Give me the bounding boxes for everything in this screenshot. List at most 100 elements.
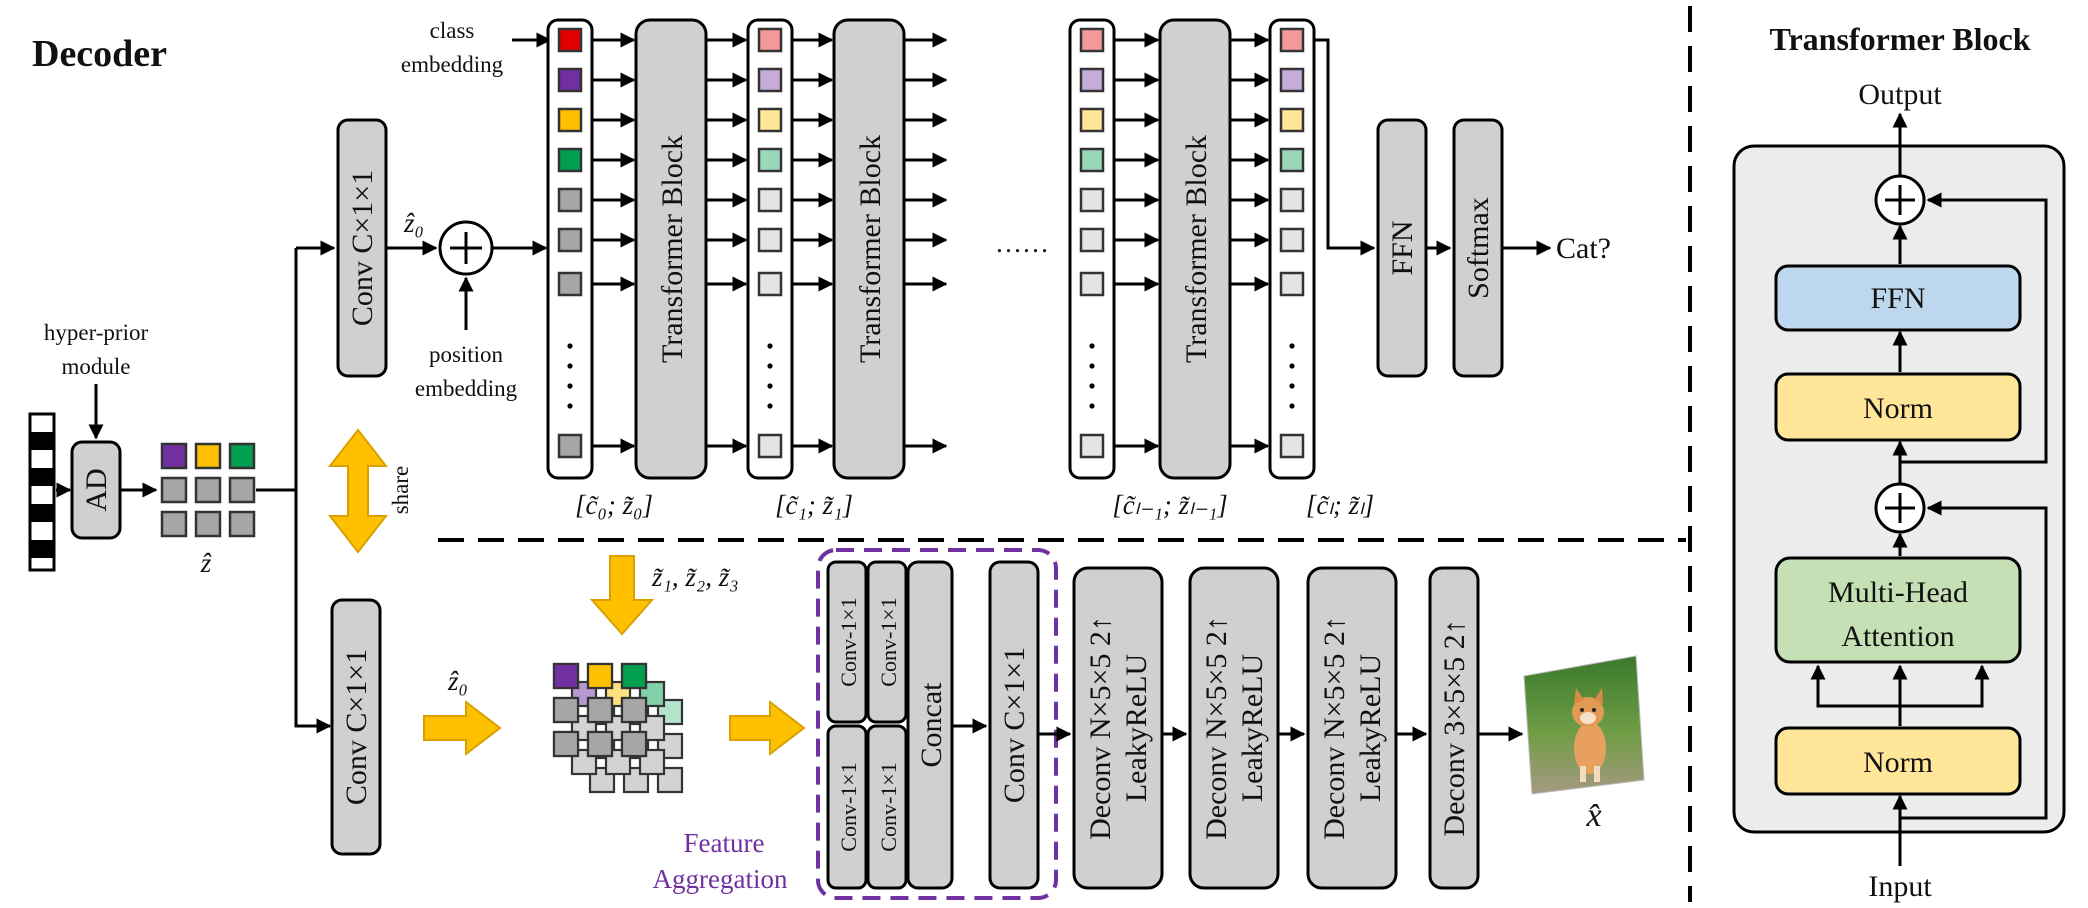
share-double-arrow [327, 428, 389, 554]
sequence-arrows [592, 32, 1270, 454]
conv1x1-bottom-left: Conv-1×1 [826, 724, 868, 890]
token [757, 271, 783, 297]
deconv-block-2: Deconv N×5×5 2↑ LeakyReLU [1188, 566, 1280, 890]
deconv-block-4: Deconv 3×5×5 2↑ [1428, 566, 1480, 890]
hyper-prior-label-line2: module [62, 354, 131, 379]
deconv-block-3: Deconv N×5×5 2↑ LeakyReLU [1306, 566, 1398, 890]
token [757, 187, 783, 213]
conv1x1-top-right: Conv-1×1 [866, 560, 908, 724]
token [1079, 27, 1105, 53]
token [1079, 227, 1105, 253]
stack-cell [620, 696, 648, 724]
token [757, 227, 783, 253]
token [1079, 107, 1105, 133]
tb-norm-bottom-block: Norm [1774, 726, 2022, 796]
stack-cell [656, 766, 684, 794]
tb-norm-top-label: Norm [1863, 392, 1933, 425]
transformer-block-1-label: Transformer Block [854, 135, 887, 363]
sequence-col-0 [546, 18, 594, 480]
token-dot [767, 343, 773, 349]
conv-top-label: Conv C×1×1 [346, 170, 379, 326]
token-dot [1289, 383, 1295, 389]
z-hat-label: ẑ [200, 548, 212, 578]
class-embedding-line2: embedding [401, 52, 504, 77]
token [1279, 27, 1305, 53]
seq-label-0: [c̃₀; z̃₀] [575, 490, 653, 520]
token [1279, 187, 1305, 213]
ffn-head-label: FFN [1386, 220, 1419, 275]
softmax-label: Softmax [1462, 197, 1495, 299]
token [1279, 107, 1305, 133]
stack-cell [620, 730, 648, 758]
token [557, 433, 583, 459]
sequence-col-3 [1268, 18, 1316, 480]
z-tildes-label: z̃₁, z̃₂, z̃₃ [651, 562, 739, 592]
token [557, 187, 583, 213]
token [1079, 147, 1105, 173]
deconv-3-line2: LeakyReLU [1354, 654, 1387, 803]
z-hat0-top-label: ẑ₀ [403, 208, 424, 238]
z-tilde-down-arrow [589, 555, 655, 636]
conv-bottom-block: Conv C×1×1 [330, 598, 382, 856]
tb-mha-line1: Multi-Head [1828, 576, 1968, 609]
token [757, 27, 783, 53]
position-add-node [438, 220, 494, 276]
sequence-col-2 [1068, 18, 1116, 480]
conv1x1-bottom-right: Conv-1×1 [866, 724, 908, 890]
token [557, 271, 583, 297]
stack-cell [586, 696, 614, 724]
token [557, 67, 583, 93]
transformer-block-0: Transformer Block [634, 18, 708, 480]
token [1079, 433, 1105, 459]
ffn-head-block: FFN [1376, 118, 1428, 378]
split-to-bottom [294, 490, 332, 734]
x-hat-label: x̂ [1585, 797, 1601, 834]
tb-residual-lower [1900, 500, 2048, 820]
tb-ffn-block: FFN [1774, 264, 2022, 332]
token [1279, 147, 1305, 173]
z-hat0-yellow-arrow [423, 699, 502, 757]
token-dot [767, 403, 773, 409]
tb-residual-add-top [1874, 174, 1926, 226]
conv1x1-label: Conv-1×1 [836, 762, 861, 851]
concat-label: Concat [915, 682, 948, 768]
token [1279, 67, 1305, 93]
token [757, 147, 783, 173]
transformer-block-1: Transformer Block [832, 18, 906, 480]
transformer-block-2-label: Transformer Block [1180, 135, 1213, 363]
z-hat0-bottom-label: ẑ₀ [447, 666, 468, 696]
token-dot [567, 383, 573, 389]
bitstream-strip [28, 412, 56, 572]
stack-cell [586, 730, 614, 758]
deconv-3-line1: Deconv N×5×5 2↑ [1318, 616, 1351, 840]
concat-block: Concat [906, 560, 954, 890]
token-dot [567, 403, 573, 409]
deconv-block-1: Deconv N×5×5 2↑ LeakyReLU [1072, 566, 1164, 890]
stack-cell [620, 662, 648, 690]
latent-grid [160, 442, 256, 538]
tb-mha-block: Multi-Head Attention [1774, 556, 2022, 664]
cat-output-label: Cat? [1556, 232, 1611, 265]
token-dot [1089, 343, 1095, 349]
tb-residual-upper [1900, 192, 2048, 464]
seq-label-2: [c̃ₗ₋₁; z̃ₗ₋₁] [1112, 490, 1228, 520]
deconv-1-line2: LeakyReLU [1120, 654, 1153, 803]
class-token-path [1314, 38, 1376, 256]
stack-cell [552, 696, 580, 724]
conv-c-aggregation-block: Conv C×1×1 [988, 560, 1040, 890]
token [557, 227, 583, 253]
stack-cell [552, 730, 580, 758]
transformer-block-panel-title: Transformer Block [1770, 21, 2031, 57]
sequence-ellipsis: …… [995, 228, 1049, 258]
token [1279, 271, 1305, 297]
token-dot [567, 363, 573, 369]
hyper-prior-label-line1: hyper-prior [44, 320, 149, 345]
token [1279, 433, 1305, 459]
tb-residual-add-bottom [1874, 482, 1926, 534]
transformer-block-2: Transformer Block [1158, 18, 1232, 480]
stack-cell [586, 662, 614, 690]
seq-label-1: [c̃₁; z̃₁] [775, 490, 853, 520]
token-dot [767, 363, 773, 369]
deconv-2-line2: LeakyReLU [1236, 654, 1269, 803]
